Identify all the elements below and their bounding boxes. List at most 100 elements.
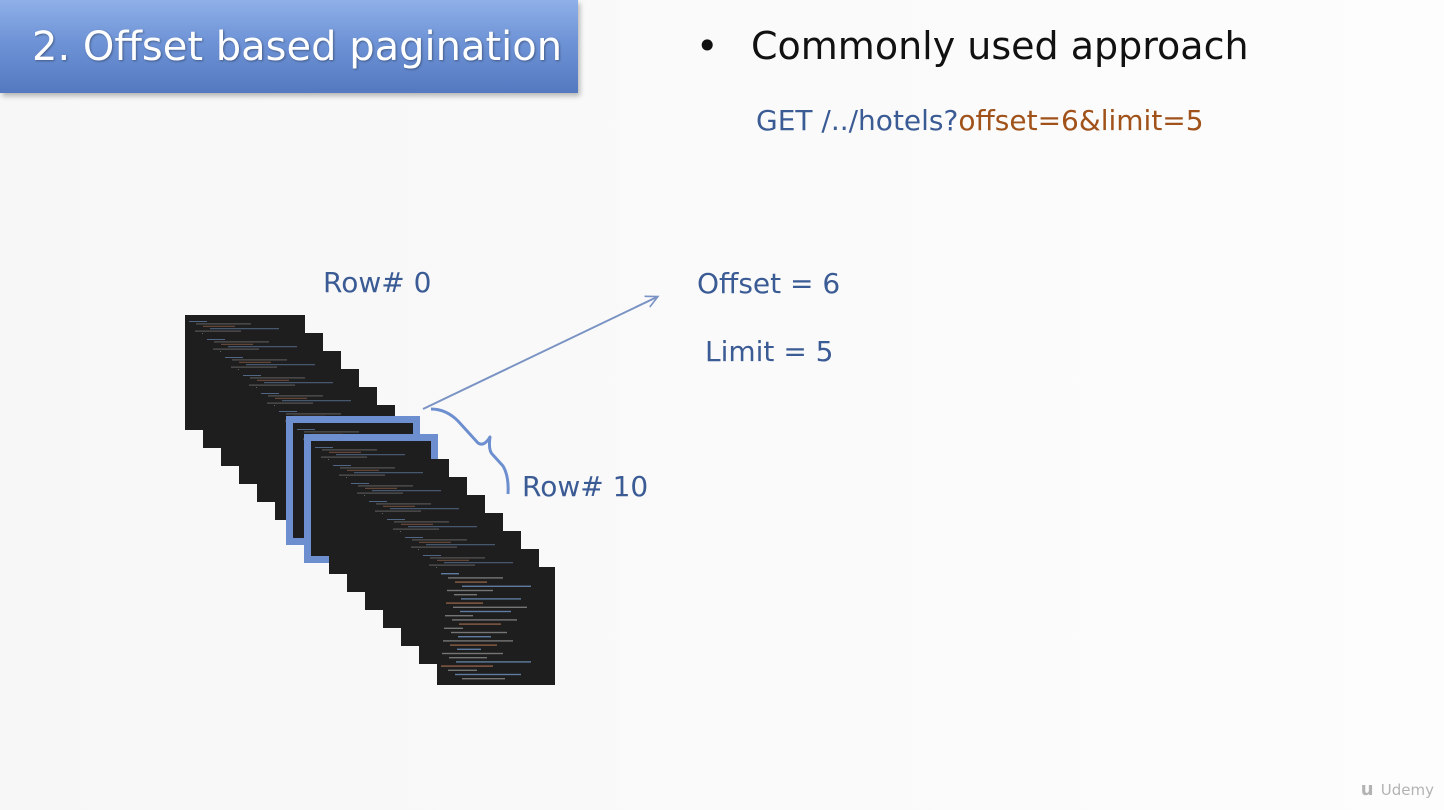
code-line <box>442 652 503 655</box>
code-line <box>401 523 433 525</box>
row-thumbnail <box>401 531 521 646</box>
code-line <box>339 474 385 476</box>
row-thumbnail <box>203 333 323 448</box>
code-line <box>282 400 351 402</box>
bullet-marker: • <box>696 24 719 68</box>
bullet-item: • Commonly used approach <box>696 24 1249 68</box>
row-screen <box>383 513 503 628</box>
code-line <box>333 465 351 466</box>
code-line <box>461 598 521 600</box>
code-line <box>322 449 377 451</box>
code-line <box>238 369 261 370</box>
code-line <box>225 357 243 358</box>
code-line <box>365 487 397 489</box>
code-line <box>250 377 305 379</box>
code-line <box>418 549 441 550</box>
code-line <box>448 669 477 671</box>
bullet-text: Commonly used approach <box>751 24 1249 68</box>
code-line <box>279 411 297 412</box>
code-line <box>369 501 387 502</box>
row-thumbnail <box>185 315 305 430</box>
code-line <box>423 555 441 556</box>
request-example: GET /../hotels?offset=6&limit=5 <box>756 104 1204 137</box>
code-line <box>393 528 439 530</box>
code-line <box>321 456 367 458</box>
code-line <box>430 557 485 559</box>
code-line <box>267 402 313 404</box>
code-line <box>347 469 379 471</box>
code-line <box>462 678 505 680</box>
row-screen <box>275 405 395 520</box>
code-line <box>459 623 501 625</box>
code-line <box>449 657 487 659</box>
code-line <box>256 387 279 388</box>
code-line <box>300 418 369 420</box>
row-thumbnail <box>365 495 485 610</box>
code-line <box>376 503 431 505</box>
row-thumbnail <box>329 459 449 574</box>
title-banner: 2. Offset based pagination <box>0 0 578 93</box>
row-thumbnail <box>419 549 539 664</box>
row-screen <box>293 423 413 538</box>
code-line <box>203 325 235 327</box>
code-line <box>264 382 333 384</box>
code-line <box>408 526 477 528</box>
watermark-text: Udemy <box>1380 781 1434 799</box>
code-line <box>454 594 477 596</box>
row-thumbnail <box>221 351 341 466</box>
row-screen <box>239 369 359 484</box>
row-thumbnail <box>383 513 503 628</box>
code-line <box>311 433 343 435</box>
code-line <box>458 636 491 638</box>
code-line <box>400 531 423 532</box>
code-line <box>375 510 421 512</box>
slide-title: 2. Offset based pagination <box>32 23 563 70</box>
code-line <box>340 467 395 469</box>
code-line <box>285 420 331 422</box>
code-line <box>303 438 349 440</box>
row-screen <box>329 459 449 574</box>
code-line <box>213 348 259 350</box>
row-screen <box>347 477 467 592</box>
offset-label: Offset = 6 <box>697 267 841 300</box>
code-line <box>455 581 487 583</box>
code-line <box>443 640 513 642</box>
row-screen <box>221 351 341 466</box>
limit-brace <box>430 407 510 495</box>
code-line <box>387 519 405 520</box>
code-line <box>390 508 459 510</box>
code-line <box>286 413 341 415</box>
code-line <box>336 454 405 456</box>
code-line <box>202 333 225 334</box>
stack-annotations <box>422 297 657 495</box>
code-line <box>460 610 511 613</box>
code-line <box>383 505 415 507</box>
code-line <box>447 589 493 592</box>
row-thumbnail <box>275 405 395 520</box>
code-line <box>451 631 507 634</box>
code-line <box>426 544 495 546</box>
code-line <box>257 379 289 381</box>
code-line <box>195 330 241 332</box>
code-line <box>457 648 481 650</box>
code-line <box>450 644 497 646</box>
row-screen <box>437 567 555 685</box>
row-screen <box>257 387 377 502</box>
code-line <box>462 585 531 587</box>
udemy-logo-icon: u <box>1360 779 1374 800</box>
code-line <box>228 346 297 348</box>
code-line <box>394 521 449 523</box>
row-thumbnail <box>239 369 359 484</box>
code-line <box>412 539 467 541</box>
code-line <box>405 537 423 538</box>
code-line <box>196 323 251 325</box>
code-line <box>207 339 225 340</box>
code-line <box>304 431 359 433</box>
code-line <box>411 546 457 548</box>
limit-label: Limit = 5 <box>705 335 834 368</box>
code-line <box>444 562 513 564</box>
code-line <box>346 477 369 478</box>
row-screen <box>203 333 323 448</box>
code-line <box>214 341 269 343</box>
code-line <box>444 627 463 629</box>
